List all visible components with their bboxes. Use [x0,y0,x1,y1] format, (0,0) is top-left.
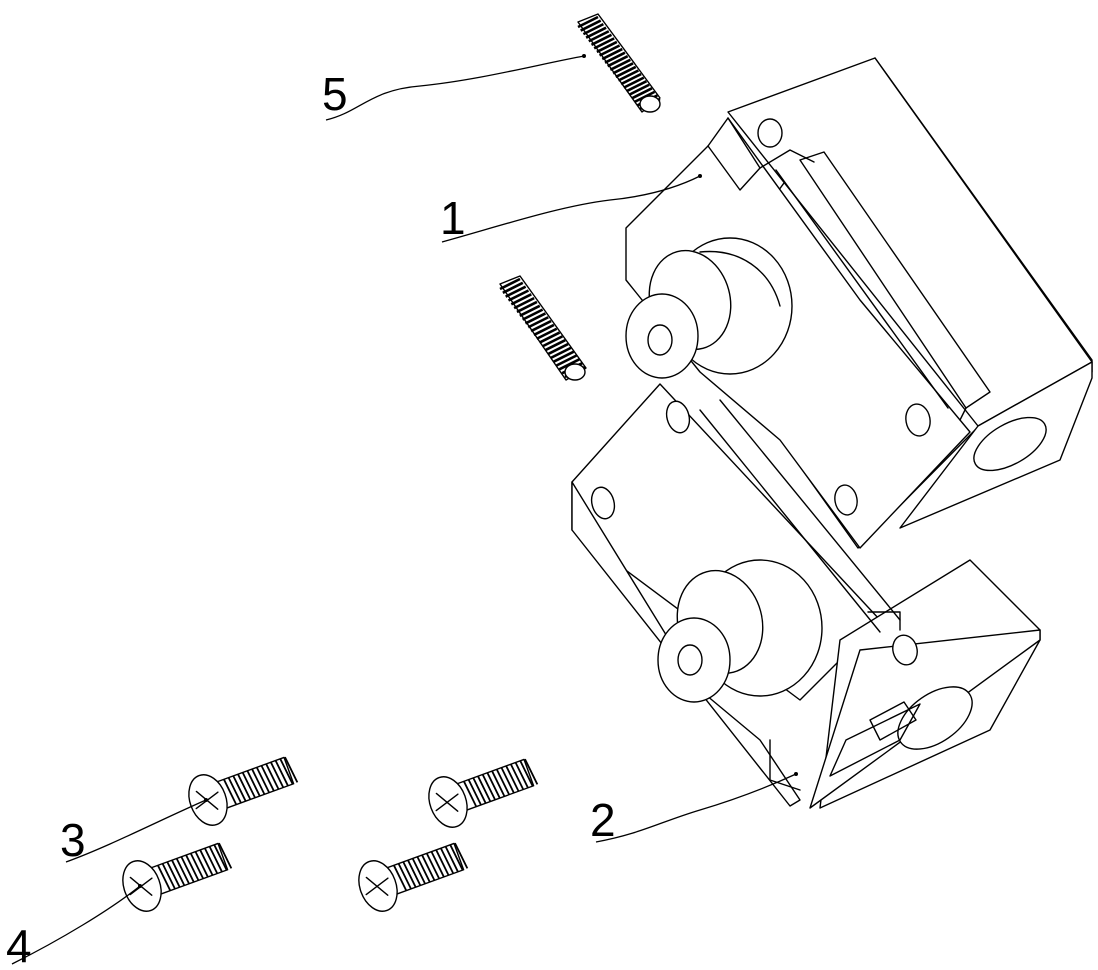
leader-dot-3 [204,798,208,802]
threaded-pin-top [577,13,661,113]
leader-dot-1 [698,174,702,178]
callout-label-5: 5 [322,68,348,120]
callout-label-1: 1 [440,192,466,244]
screw-upper-middle [428,758,539,828]
screw-lower-left [122,842,233,912]
leader-dot-4 [138,884,142,888]
callout-label-4: 4 [6,920,32,970]
callout-label-3: 3 [60,814,86,866]
leader-line-5 [325,55,585,121]
upper-block-body [625,57,1093,549]
callout-label-2: 2 [590,794,616,846]
leader-dot-5 [582,54,586,58]
leader-line-3 [65,799,207,863]
leader-dot-2 [794,772,798,776]
lower-block-body [571,383,1041,809]
screw-lower-middle [358,842,469,912]
screw-upper-left [188,756,299,826]
leader-line-2 [595,773,797,843]
threaded-pin-middle [499,275,587,381]
leader-line-1 [441,175,701,243]
leader-line-4 [11,885,141,965]
